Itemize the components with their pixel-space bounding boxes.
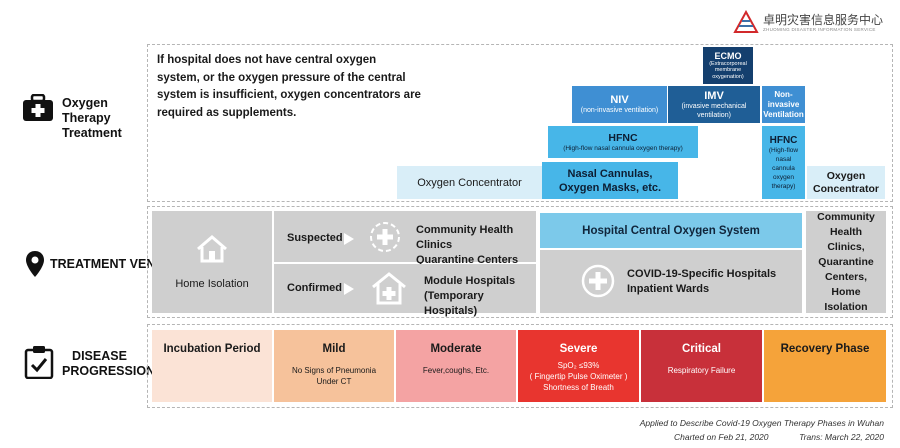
niv-sub: (non-invasive ventilation) xyxy=(580,107,659,114)
home-isolation-box: Home Isolation xyxy=(152,211,272,313)
hfnc-right-title: HFNC xyxy=(769,134,798,146)
stage-desc: No Signs of Pneumonia Under CT xyxy=(291,366,377,386)
imv-title: IMV xyxy=(704,89,724,102)
footer-line-1: Applied to Describe Covid-19 Oxygen Ther… xyxy=(639,418,884,428)
brand-name: 卓明灾害信息服务中心 xyxy=(763,13,884,27)
nasal-cannulas-text: Nasal Cannulas, Oxygen Masks, etc. xyxy=(558,167,662,194)
stage-mild: Mild No Signs of Pneumonia Under CT xyxy=(274,330,394,402)
community-clinic-icon xyxy=(370,222,400,252)
suspected-label: Suspected xyxy=(287,232,343,244)
stage-incubation: Incubation Period xyxy=(152,330,272,402)
stage-title: Severe xyxy=(559,343,598,355)
niv-title: NIV xyxy=(610,94,629,106)
concentrator-left-box: Oxygen Concentrator xyxy=(397,166,542,199)
stage-desc: Fever,coughs, Etc. xyxy=(422,366,490,375)
central-oxygen-bar: Hospital Central Oxygen System xyxy=(540,213,802,248)
treatment-venue-label: TREATMENT VENUE xyxy=(50,257,173,271)
confirmed-label: Confirmed xyxy=(287,282,342,294)
covid-hospitals-text: COVID-19-Specific Hospitals Inpatient Wa… xyxy=(627,268,777,295)
disease-progression-panel xyxy=(147,324,893,408)
imv-sub: (invasive mechanical ventilation) xyxy=(681,102,747,119)
arrow-right-icon xyxy=(344,283,354,295)
stage-desc: Respiratory Failure xyxy=(667,366,736,375)
suspected-row: Suspected Community Health Clinics Quara… xyxy=(274,211,536,266)
location-pin-icon xyxy=(26,251,44,277)
intro-text: If hospital does not have central oxygen… xyxy=(157,54,421,119)
hfnc-title: HFNC xyxy=(608,131,638,144)
imv-box: IMV (invasive mechanical ventilation) xyxy=(668,86,760,123)
covid-hospitals-box: COVID-19-Specific Hospitals Inpatient Wa… xyxy=(540,250,802,313)
module-hospitals-text: Module Hospitals (Temporary Hospitals) xyxy=(424,275,516,317)
central-oxygen-text: Hospital Central Oxygen System xyxy=(582,224,760,237)
brand-logo: 卓明灾害信息服务中心 ZHUOMING DISASTER INFORMATION… xyxy=(733,8,893,38)
hfnc-right-box: HFNC (High-flow nasal cannula oxygen the… xyxy=(762,126,805,199)
community-clinics-text: Community Health Clinics Quarantine Cent… xyxy=(416,224,519,266)
clipboard-check-icon xyxy=(24,346,54,379)
stage-title: Mild xyxy=(322,343,346,355)
stage-title: Moderate xyxy=(430,343,482,355)
oxygen-therapy-panel xyxy=(147,44,893,202)
stage-title: Incubation Period xyxy=(163,343,261,355)
concentrator-left-text: Oxygen Concentrator xyxy=(417,176,522,189)
ecmo-box: ECMO (Extracorporeal membrane oxygenatio… xyxy=(703,47,753,84)
stage-recovery: Recovery Phase xyxy=(764,330,886,402)
ecmo-sub: (Extracorporeal membrane oxygenation) xyxy=(709,60,747,80)
concentrator-right-text: Oxygen Concentrator xyxy=(813,169,879,195)
stage-desc: SpO₂ ≤93% ( Fingertip Pulse Oximeter ) S… xyxy=(529,361,628,392)
niv-box: NIV (non-invasive ventilation) xyxy=(572,86,667,123)
disease-progression-label: DISEASE PROGRESSION xyxy=(62,349,156,378)
niv-right-title: Non-invasive Ventilation xyxy=(763,89,804,119)
hospital-cross-icon xyxy=(581,264,615,298)
module-hospital-icon xyxy=(372,272,406,305)
home-icon xyxy=(197,235,227,263)
right-venue-text: Community Health Clinics, Quarantine Cen… xyxy=(817,210,875,313)
hfnc-right-sub: (High-flow nasal cannula oxygen therapy) xyxy=(768,146,799,190)
stage-title: Critical xyxy=(682,343,721,355)
nasal-cannulas-box: Nasal Cannulas, Oxygen Masks, etc. xyxy=(542,162,678,199)
brand-subname: ZHUOMING DISASTER INFORMATION SERVICE xyxy=(763,27,876,32)
stage-severe: Severe SpO₂ ≤93% ( Fingertip Pulse Oxime… xyxy=(518,330,639,402)
ecmo-title: ECMO xyxy=(714,50,742,61)
stage-critical: Critical Respiratory Failure xyxy=(641,330,762,402)
right-venue-box: Community Health Clinics, Quarantine Cen… xyxy=(806,211,886,313)
medical-kit-icon xyxy=(23,94,53,121)
footer-trans-date: Trans: March 22, 2020 xyxy=(799,432,884,442)
arrow-right-icon xyxy=(344,233,354,245)
logo-mark-icon xyxy=(733,10,759,33)
treatment-venue-panel xyxy=(147,206,893,318)
hfnc-sub: (High-flow nasal cannula oxygen therapy) xyxy=(563,144,683,152)
stage-moderate: Moderate Fever,coughs, Etc. xyxy=(396,330,516,402)
home-isolation-text: Home Isolation xyxy=(175,278,249,290)
footer-charted-date: Charted on Feb 21, 2020 xyxy=(674,432,769,442)
niv-right-box: Non-invasive Ventilation xyxy=(762,86,805,123)
concentrator-right-box: Oxygen Concentrator xyxy=(807,166,885,199)
oxygen-therapy-label: Oxygen Therapy Treatment xyxy=(62,96,122,140)
hfnc-box: HFNC (High-flow nasal cannula oxygen the… xyxy=(548,126,698,158)
stage-title: Recovery Phase xyxy=(780,343,870,355)
confirmed-row: Confirmed Module Hospitals (Temporary Ho… xyxy=(274,264,536,317)
